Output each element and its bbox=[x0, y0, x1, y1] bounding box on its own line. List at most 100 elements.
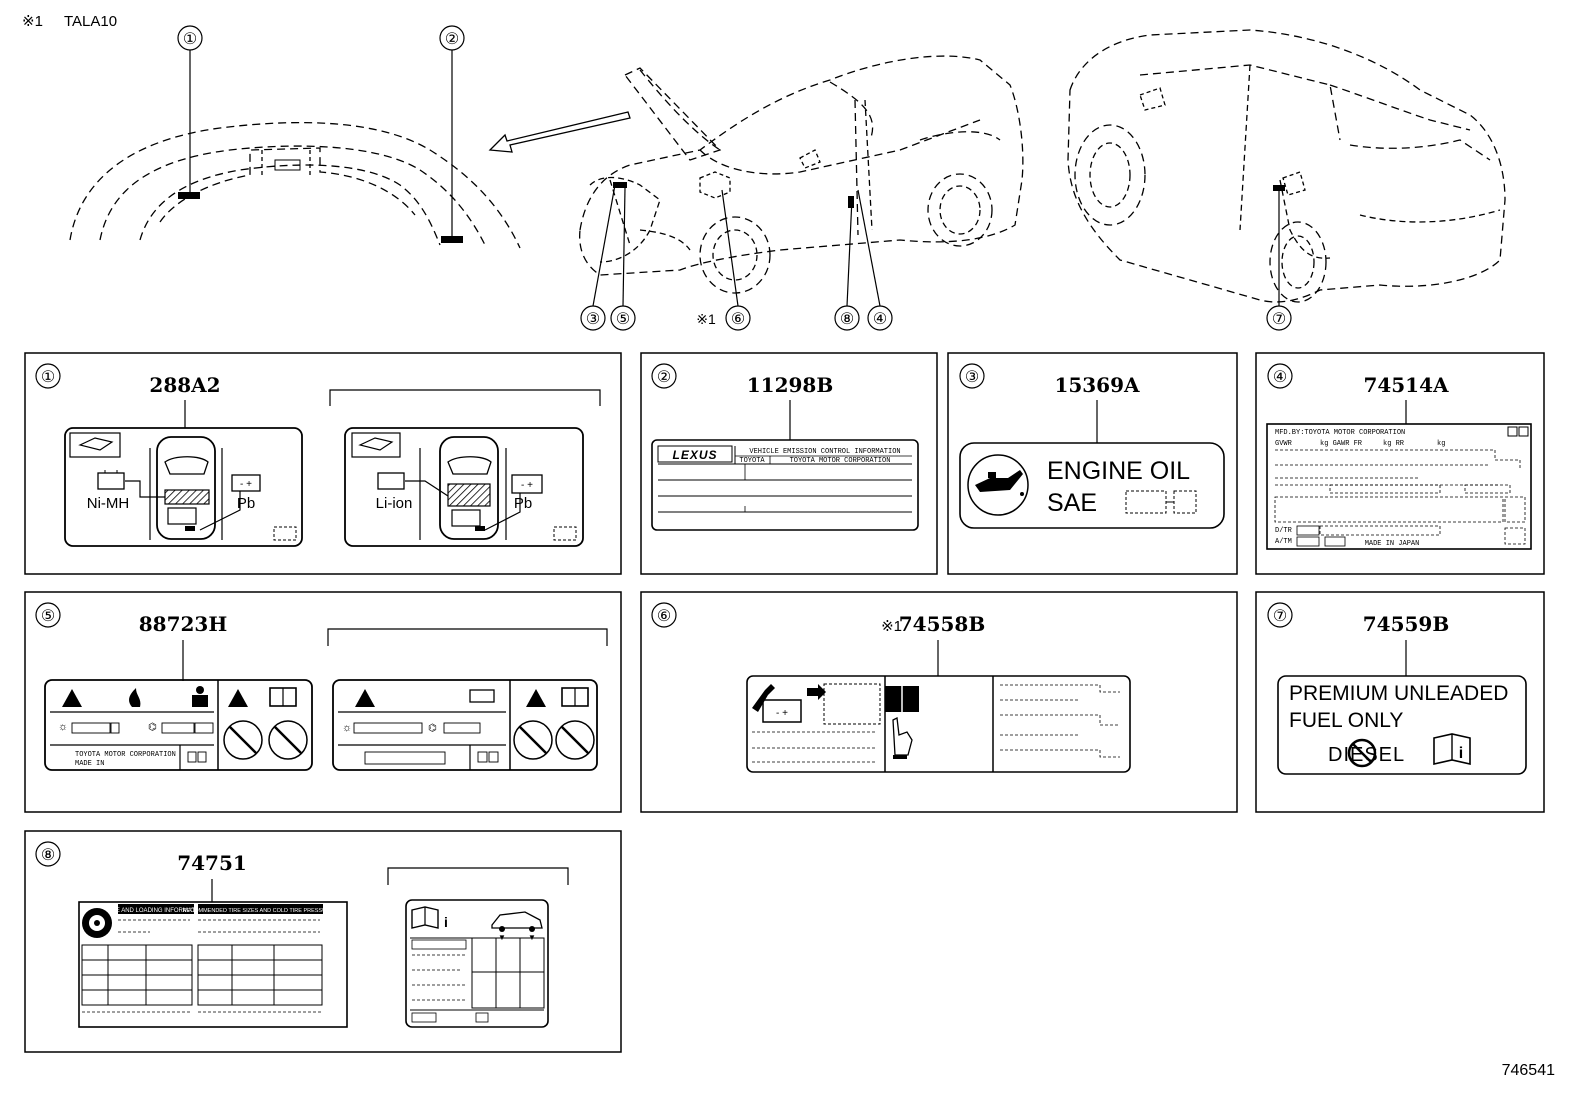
label-location-1 bbox=[178, 192, 200, 199]
callout-6-note: ※1 bbox=[696, 311, 716, 327]
book-icon bbox=[78, 437, 114, 451]
callout-3: ③ bbox=[586, 311, 600, 328]
panel-5-part-number: 88723H bbox=[139, 612, 227, 636]
emission-line-2b: TOYOTA MOTOR CORPORATION bbox=[790, 457, 891, 465]
liion-label: Li-ion bbox=[376, 495, 413, 512]
rr-text: kg RR bbox=[1383, 440, 1405, 448]
fuel-only-text: FUEL ONLY bbox=[1289, 709, 1403, 732]
dashboard-detail bbox=[69, 121, 521, 249]
warning-icon bbox=[228, 689, 248, 707]
dtr-text: D/TR bbox=[1275, 527, 1293, 535]
panel-2-number: ② bbox=[657, 369, 671, 386]
svg-text:i: i bbox=[1459, 745, 1463, 762]
callout-8: ⑧ bbox=[840, 311, 854, 328]
maker-text: TOYOTA MOTOR CORPORATION bbox=[75, 751, 176, 759]
tire-loading-heading: TIRE AND LOADING INFORMATION bbox=[106, 908, 206, 914]
vehicle-certification-label: MFD.BY:TOYOTA MOTOR CORPORATION GVWR kg … bbox=[1266, 423, 1532, 550]
radiator-warning-label-left: ☼ ⌬ TOYOTA MOTOR CORPORATION MADE IN bbox=[44, 679, 313, 771]
label-location-7 bbox=[1273, 185, 1285, 191]
panel-2-part-number: 11298B bbox=[747, 373, 833, 397]
callout-2-leader: ② bbox=[439, 25, 465, 236]
panel-1-number: ① bbox=[41, 369, 55, 386]
gvwr-text: GVWR bbox=[1275, 440, 1293, 448]
callout-7-leader bbox=[1266, 191, 1292, 331]
battery-caution-label: - + bbox=[746, 675, 1131, 773]
panel-4-number: ④ bbox=[1273, 369, 1287, 386]
engine-oil-label: ENGINE OIL SAE bbox=[959, 442, 1225, 529]
lexus-logo: LEXUS bbox=[672, 448, 717, 462]
callout-6: ⑥ bbox=[731, 311, 745, 328]
no-open-hot-icon bbox=[223, 720, 263, 760]
panel-6-number: ⑥ bbox=[657, 608, 671, 625]
pb-label-left: Pb bbox=[237, 495, 255, 512]
battery-label-nimh: Ni-MH - + Pb bbox=[64, 427, 303, 547]
battery-jump-icon: - + bbox=[752, 684, 802, 723]
panel-7-part-number: 74559B bbox=[1363, 612, 1449, 636]
label-location-3 bbox=[613, 182, 627, 188]
sun-icon: ☼ bbox=[342, 722, 352, 734]
tire-icon bbox=[82, 908, 112, 938]
book-icon bbox=[358, 437, 394, 451]
panel-5-number: ⑤ bbox=[41, 608, 55, 625]
battery-label-liion: Li-ion - + Pb bbox=[344, 427, 584, 547]
emission-label: LEXUS VEHICLE EMISSION CONTROL INFORMATI… bbox=[651, 439, 919, 531]
figure-id: 746541 bbox=[1502, 1062, 1555, 1079]
header-note: ※1 TALA10 bbox=[22, 13, 117, 30]
panel-6-part-number: 74558B bbox=[899, 612, 985, 636]
tire-loading-label: TIRE AND LOADING INFORMATION RECOMMENDED… bbox=[78, 901, 348, 1028]
direction-arrow bbox=[488, 111, 631, 153]
manual-info-icon: i bbox=[411, 906, 448, 930]
tire-pressure-label: i ▼▼ bbox=[405, 899, 549, 1028]
sun-icon: ☼ bbox=[58, 721, 68, 733]
callout-2: ② bbox=[445, 31, 459, 48]
sae-text: SAE bbox=[1047, 489, 1097, 517]
no-open-hot-icon bbox=[555, 720, 595, 760]
battery-icon: - + bbox=[231, 474, 261, 492]
mfd-text: MFD.BY:TOYOTA MOTOR CORPORATION bbox=[1275, 429, 1405, 437]
atm-text: A/TM bbox=[1275, 538, 1292, 546]
rear-car-illustration bbox=[1067, 29, 1506, 303]
engine-oil-text: ENGINE OIL bbox=[1047, 457, 1190, 485]
gawr-text: kg GAWR FR bbox=[1320, 440, 1363, 448]
warning-icon bbox=[355, 689, 375, 707]
battery-icon bbox=[97, 470, 125, 490]
svg-text:- +: - + bbox=[776, 708, 788, 719]
panel-2: ② 11298B LEXUS VEHICLE EMISSION CONTROL … bbox=[640, 352, 938, 575]
panel-3-number: ③ bbox=[965, 369, 979, 386]
no-open-hot-icon bbox=[513, 720, 553, 760]
oil-can-icon bbox=[975, 470, 1024, 496]
no-open-hot-icon bbox=[268, 720, 308, 760]
manual-info-icon: i bbox=[1433, 733, 1471, 765]
svg-text:- +: - + bbox=[521, 480, 533, 491]
callout-1: ① bbox=[183, 31, 197, 48]
kg-text: kg bbox=[1437, 440, 1445, 448]
emission-line-1: VEHICLE EMISSION CONTROL INFORMATION bbox=[749, 448, 900, 456]
coolant-icon bbox=[469, 689, 495, 703]
panel-7-number: ⑦ bbox=[1273, 608, 1287, 625]
nimh-label: Ni-MH bbox=[87, 495, 130, 512]
callout-4: ④ bbox=[873, 311, 887, 328]
svg-text:i: i bbox=[444, 914, 448, 930]
note-text: TALA10 bbox=[64, 13, 117, 30]
warning-icon bbox=[526, 689, 546, 707]
pb-label-right: Pb bbox=[514, 495, 532, 512]
panel-8-number: ⑧ bbox=[41, 847, 55, 864]
emission-line-2a: TOYOTA bbox=[739, 457, 765, 465]
label-location-2 bbox=[441, 236, 463, 243]
fuel-label: PREMIUM UNLEADED FUEL ONLY DIESEL i bbox=[1277, 675, 1527, 775]
warning-icon bbox=[62, 689, 82, 707]
label-location-8 bbox=[848, 196, 854, 208]
diesel-text: DIESEL bbox=[1328, 744, 1405, 766]
no-diesel-icon bbox=[1347, 738, 1377, 768]
panel-1: ① 288A2 Ni-MH - + bbox=[24, 352, 622, 575]
panel-3-part-number: 15369A bbox=[1054, 373, 1140, 397]
callout-1-leader: ① bbox=[177, 25, 203, 192]
made-in-japan-text: MADE IN JAPAN bbox=[1365, 540, 1420, 548]
tire-size-heading: RECOMMENDED TIRE SIZES AND COLD TIRE PRE… bbox=[183, 908, 338, 914]
battery-icon bbox=[377, 472, 405, 490]
panel-7: ⑦ 74559B PREMIUM UNLEADED FUEL ONLY DIES… bbox=[1255, 591, 1545, 813]
note-mark: ※1 bbox=[22, 13, 43, 30]
panel-3: ③ 15369A ENGINE OIL SAE bbox=[947, 352, 1238, 575]
front-car-illustration bbox=[579, 55, 1024, 294]
